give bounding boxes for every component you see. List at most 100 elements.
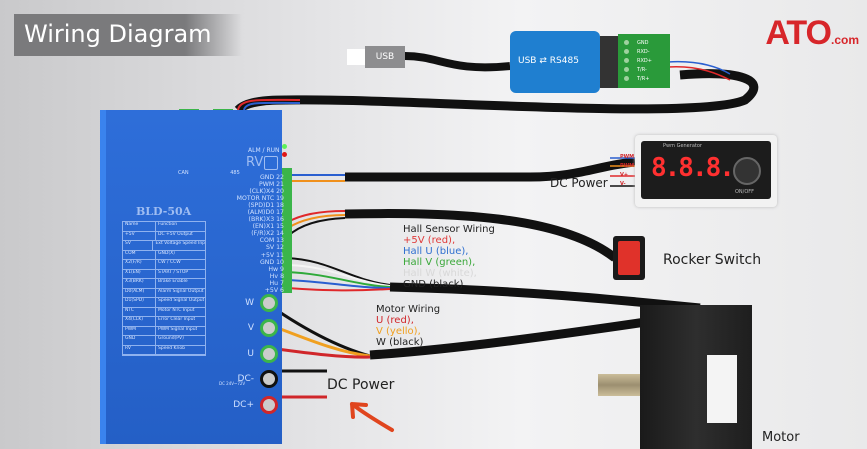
converter-terminal-label: RXD+ <box>637 57 652 64</box>
power-terminal: W <box>224 290 278 316</box>
speed-pot[interactable] <box>264 156 278 170</box>
converter-usb-label: USB <box>518 56 537 66</box>
signal-pin-label: MOTOR NTC 19 <box>236 195 284 203</box>
speed-pot-label: RV <box>246 155 264 170</box>
pwm-display: 8.8.8. <box>651 153 735 183</box>
motor-wire-legend-item: V (yello), <box>376 326 421 337</box>
rs485-cable <box>234 69 759 114</box>
power-terminal: DC+ <box>224 392 278 418</box>
dc-power-top-label: DC Power <box>550 176 608 190</box>
rocker-switch-paddle[interactable] <box>618 241 640 275</box>
bldc-motor <box>640 305 752 449</box>
usb-plug-metal <box>347 49 365 65</box>
title-banner: Wiring Diagram <box>14 14 242 56</box>
rocker-switch[interactable] <box>613 236 645 280</box>
pwm-generator: Pwm Generator 8.8.8. ON/OFF <box>635 135 777 207</box>
converter-terminal: GND <box>624 38 652 47</box>
converter-terminal-label: RXD- <box>637 48 650 55</box>
signal-pin-label: GND 22 <box>259 174 284 181</box>
rs485-blue-wire-driver <box>243 101 301 111</box>
can-label: CAN <box>178 170 189 176</box>
power-terminal: V <box>224 316 278 342</box>
signal-pin-label: Hu 7 <box>269 279 284 287</box>
terminal-screw-icon <box>624 67 629 72</box>
pwm-generator-title: Pwm Generator <box>663 143 702 149</box>
converter-terminal: T/R- <box>624 65 652 74</box>
table-cell: Speed Knob <box>158 345 185 351</box>
rs485-blue-wire <box>667 60 731 75</box>
table-cell: Brake Enable <box>158 279 188 284</box>
hall-black-wire <box>286 257 391 286</box>
table-cell: PWM <box>123 326 156 335</box>
hall-title: Hall Sensor Wiring <box>403 224 495 235</box>
table-header-cell: Name <box>123 222 156 231</box>
hall-white-wire <box>286 264 391 287</box>
switch-black-wire <box>287 217 346 237</box>
table-cell: Ground(PV) <box>158 336 184 341</box>
table-cell: X4(CLK) <box>123 317 156 326</box>
usb-plug: USB <box>347 46 405 68</box>
hall-cable <box>389 282 701 313</box>
signal-pin-label: COM 13 <box>259 237 284 245</box>
motor-label: Motor <box>762 430 800 445</box>
table-header-cell: Function <box>158 222 178 227</box>
power-terminal-label: DC- <box>237 374 254 385</box>
terminal-screw-icon[interactable] <box>260 344 278 363</box>
table-cell: SV <box>123 241 154 250</box>
motor-wiring-legend: Motor Wiring U (red),V (yello),W (black) <box>376 304 440 348</box>
signal-pin-label: SV 12 <box>265 244 284 252</box>
usb-cable <box>404 52 511 72</box>
converter-terminal: T/R+ <box>624 74 652 83</box>
signal-pin-label: (BRK)X3 16 <box>248 216 284 224</box>
terminal-screw-icon[interactable] <box>260 370 278 389</box>
hall-red-wire <box>286 287 391 292</box>
table-cell: X3(BRK) <box>123 279 156 288</box>
table-row: D1(SPD)Speed Signal Output <box>123 298 205 308</box>
hall-wire-legend-item: +5V (red), <box>403 235 456 246</box>
dc-power-arrow-icon <box>350 402 394 432</box>
model-label: BLD-50A <box>136 205 192 218</box>
signal-pin-label: PWM 21 <box>258 181 284 189</box>
table-cell: +5V <box>123 231 156 240</box>
terminal-screw-icon[interactable] <box>260 293 278 312</box>
converter-rs485-label: RS485 <box>549 56 579 66</box>
motor-wire-legend-item: W (black) <box>376 337 424 348</box>
terminal-screw-icon[interactable] <box>260 319 278 338</box>
pwm-input-label: V- <box>620 181 626 187</box>
hall-wire-legend-item: Hall U (blue), <box>403 246 469 257</box>
motor-wire-legend-item: U (red), <box>376 315 414 326</box>
page-title: Wiring Diagram <box>24 20 212 48</box>
table-cell: D1(SPD) <box>123 298 156 307</box>
signal-pin-label: Hv 8 <box>269 272 284 280</box>
pwm-input-label: V+ <box>620 172 629 178</box>
alarm-led <box>282 144 287 149</box>
pwm-knob[interactable] <box>733 157 761 185</box>
hall-wire-legend-item: Hall W (white), <box>403 268 477 279</box>
table-cell: RV <box>123 345 156 354</box>
brand-suffix: .com <box>830 33 859 47</box>
table-row: X1(EN)START / STOP <box>123 269 205 279</box>
db9-connector <box>600 36 618 88</box>
signal-pin-label: (CLK)X4 20 <box>249 188 284 196</box>
signal-pin-label: GND 10 <box>259 258 284 266</box>
converter-terminal-label: T/R+ <box>637 75 650 82</box>
rs485-red-wire-driver <box>237 98 301 111</box>
signal-pin-label: (F/R)X2 14 <box>251 230 284 238</box>
power-terminal-label: DC+ <box>233 399 254 410</box>
terminal-screw-icon[interactable] <box>260 395 278 414</box>
usb-label: USB <box>375 52 395 62</box>
dc-power-bottom-label: DC Power <box>327 377 395 393</box>
table-row: X4(CLK)Error Clear Input <box>123 317 205 327</box>
table-cell: COM <box>123 250 156 259</box>
converter-terminal: RXD- <box>624 47 652 56</box>
signal-pin-label: Hw 9 <box>268 265 284 273</box>
table-cell: START / STOP <box>158 269 189 275</box>
table-cell: Speed Signal Output <box>158 298 205 303</box>
